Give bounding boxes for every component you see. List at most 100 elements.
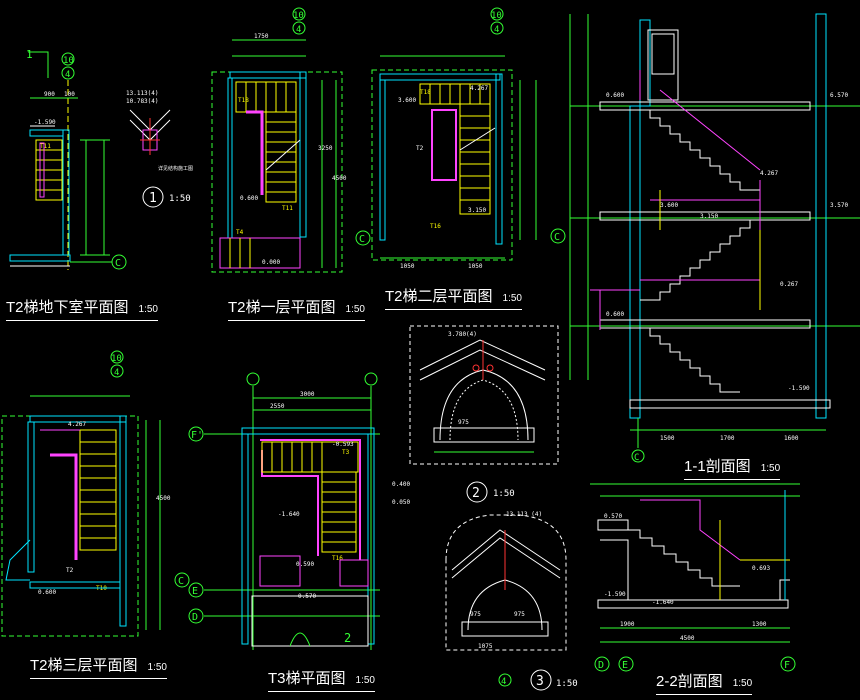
elev-3600-s1: 3.600: [660, 202, 678, 209]
axis-4-f1: 4: [296, 25, 301, 35]
elev-0570-s2: 0.570: [604, 513, 622, 520]
dim-1500-s1: 1500: [660, 435, 675, 442]
title-section-2-2-text: 2-2剖面图: [656, 673, 723, 690]
detail-3-number: 3: [536, 674, 544, 689]
tag-t18-f1: T18: [238, 97, 249, 104]
elev-m1640-t3: -1.640: [278, 511, 300, 518]
dim-4500-f3: 4500: [156, 495, 171, 502]
title-t2-basement-scale: 1:50: [138, 304, 158, 315]
detail-1-number: 1: [149, 191, 157, 206]
elev-m1590-s1: -1.590: [788, 385, 810, 392]
tag-t18-f2: T18: [420, 89, 431, 96]
axis-4: 4: [65, 70, 70, 80]
detail2-note: 3.780(4): [448, 331, 477, 338]
t2-floor1-plan: 10 4 1750 T18 0.600 T11: [211, 7, 371, 273]
title-underline: [684, 479, 781, 480]
title-t3-plan-text: T3梯平面图: [268, 670, 346, 687]
title-underline: [656, 694, 753, 695]
elev-4267-s1: 4.267: [760, 170, 778, 177]
elev-m1590: -1.590: [34, 119, 56, 126]
elev-0600-f3: 0.600: [38, 589, 56, 596]
dim-1750-f1: 1750: [254, 33, 269, 40]
dim-2550-t3: 2550: [270, 403, 285, 410]
title-t3-plan: T3梯平面图 1:50: [268, 667, 375, 692]
elev-0050-t3: 0.050: [392, 499, 410, 506]
detail1-note-a: 13.113(4): [126, 90, 159, 97]
title-t3-plan-scale: 1:50: [355, 675, 375, 686]
t2-basement-plan: 1 10 4 900 100 -1.590 T11 C: [9, 48, 127, 270]
t2-floor2-plan: 10 4 T18 3.600 4.267 T2 3.150 T16: [371, 7, 566, 270]
detail3-dim-c: 1075: [478, 643, 493, 650]
tag-t16-f2: T16: [430, 223, 441, 230]
elev-3150-f2: 3.150: [468, 207, 486, 214]
title-t2-floor2-text: T2梯二层平面图: [385, 288, 493, 305]
detail-1-scale: 1:50: [169, 194, 191, 204]
elev-3570-s1: 3.570: [830, 202, 848, 209]
section-2-2: 0.570 0.693 -1.590 -1.640 1900 1300 4500…: [590, 483, 800, 672]
axis-4-f3: 4: [114, 368, 119, 378]
title-underline: [385, 309, 522, 310]
detail3-dim-b: 975: [514, 611, 525, 618]
elev-4267-f2: 4.267: [470, 85, 488, 92]
detail-2-scale: 1:50: [493, 489, 515, 499]
axis-f-s2: F: [784, 660, 790, 671]
title-underline: [30, 678, 167, 679]
detail-2: 3.780(4) 975 2 1:50: [409, 325, 559, 503]
axis-10-f1: 10: [293, 11, 304, 21]
detail-3: 13.113 (4) 975 975 1075 4 3 1:50: [445, 511, 578, 691]
axis-10-f2: 10: [491, 11, 502, 21]
title-t2-floor2-scale: 1:50: [502, 293, 522, 304]
dim-1300-s2: 1300: [752, 621, 767, 628]
dim-100: 100: [64, 91, 75, 98]
elev-3150-s1: 3.150: [700, 213, 718, 220]
elev-0693-s2: 0.693: [752, 565, 770, 572]
elev-3600-f2: 3.600: [398, 97, 416, 104]
t3-plan: 3000 2550 F' E D -0.593: [188, 372, 410, 650]
section-1-1: 0.600 6.570 3.570 3.600 4.267 0.600 -1.5…: [569, 13, 860, 463]
section-1-marker: 1: [26, 48, 33, 61]
title-section-1-1-text: 1-1剖面图: [684, 458, 751, 475]
detail2-dim: 975: [458, 419, 469, 426]
dim-4500-f1: 4500: [332, 175, 347, 182]
axis-c-s1: C: [634, 453, 639, 463]
elev-0400-t3: 0.400: [392, 481, 410, 488]
dim-1700-s1: 1700: [720, 435, 735, 442]
axis-d-s2: D: [598, 660, 604, 671]
t2-floor3-plan: 10 4 4.267 T2 0.600 T10 4500 C: [1, 350, 190, 637]
tag-t3: T3: [342, 449, 350, 456]
elev-0590-t3: 0.590: [296, 561, 314, 568]
elev-m0593-t3: -0.593: [332, 441, 354, 448]
axis-e-s2: E: [622, 660, 628, 671]
axis-4-f2: 4: [494, 25, 499, 35]
dim-3000-t3: 3000: [300, 391, 315, 398]
axis-10-f3: 10: [111, 354, 122, 364]
axis-e-t3: E: [192, 586, 198, 597]
elev-0600-s1: 0.600: [606, 92, 624, 99]
detail-1: 13.113(4) 10.783(4) 详见结构施工图 1 1:50: [126, 90, 193, 208]
detail3-note: 13.113 (4): [506, 511, 542, 518]
tag-t2-f3: T2: [66, 567, 74, 574]
detail-3-scale: 1:50: [556, 679, 578, 689]
elev-4267-f3: 4.267: [68, 421, 86, 428]
dim-3250-f1: 3250: [318, 145, 333, 152]
tag-t11: T11: [40, 143, 51, 150]
section-2-marker: 2: [344, 631, 351, 645]
title-t2-floor1-text: T2梯一层平面图: [228, 299, 336, 316]
axis-c-basement: C: [115, 258, 121, 269]
title-t2-floor3-text: T2梯三层平面图: [30, 657, 138, 674]
dim-1050b-f2: 1050: [468, 263, 483, 270]
dim-4500-s2: 4500: [680, 635, 695, 642]
title-underline: [6, 320, 158, 321]
tag-t16-t3: T16: [332, 555, 343, 562]
elev-6570-s1: 6.570: [830, 92, 848, 99]
dim-1600-s1: 1600: [784, 435, 799, 442]
axis-10: 10: [63, 56, 74, 66]
tag-t2-f2: T2: [416, 145, 424, 152]
tag-t11-f1: T11: [282, 205, 293, 212]
axis-d-t3: D: [192, 612, 198, 623]
elev-0267-s1: 0.267: [780, 281, 798, 288]
